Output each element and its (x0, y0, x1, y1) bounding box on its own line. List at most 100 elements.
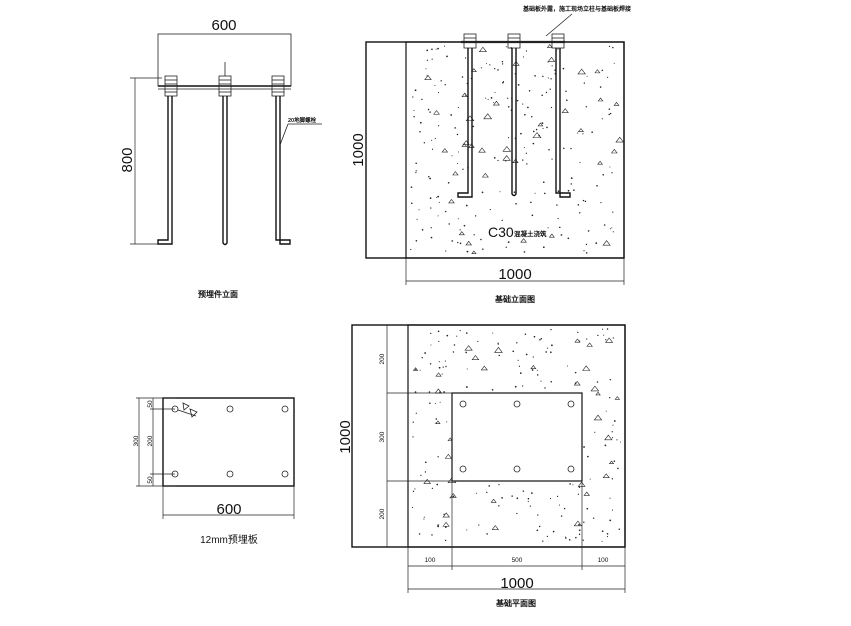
speckle-dot (612, 211, 614, 213)
speckle-dot (579, 212, 581, 214)
speckle-dot (443, 513, 445, 515)
speckle-dot (452, 351, 455, 353)
speckle-dot (421, 98, 423, 101)
speckle-dot (499, 191, 501, 193)
speckle-dot (505, 246, 507, 248)
speckle-dot (525, 353, 528, 356)
plan-dim-mid: 300 (379, 431, 386, 442)
speckle-dot (542, 246, 545, 249)
speckle-dot (568, 538, 571, 541)
speckle-dot (585, 252, 588, 254)
speckle-dot (472, 125, 475, 128)
foundation-elevation: 基础板外露，施工现场立柱与基础板焊接 1000 1000 C30 混凝土浇筑 基… (350, 5, 631, 304)
speckle-dot (578, 529, 581, 532)
aggregate-mark (577, 68, 586, 75)
speckle-dot (560, 234, 563, 236)
speckle-dot (493, 157, 496, 159)
speckle-dot (532, 142, 535, 145)
speckle-dot (606, 533, 609, 535)
speckle-dot (609, 112, 612, 115)
speckle-dot (415, 412, 417, 414)
aggregate-mark (594, 69, 601, 74)
speckle-dot (501, 219, 503, 222)
speckle-dot (478, 524, 480, 526)
speckle-dot (424, 471, 427, 473)
aggregate-mark (435, 420, 441, 424)
speckle-dot (604, 444, 607, 447)
aggregate-mark (481, 172, 489, 178)
speckle-dot (486, 533, 488, 535)
speckle-dot (501, 497, 503, 499)
speckle-dot (578, 523, 580, 526)
speckle-dot (443, 391, 445, 393)
speckle-dot (420, 474, 422, 476)
bolt-hole (513, 465, 521, 473)
speckle-dot (434, 84, 436, 87)
speckle-dot (410, 202, 413, 205)
speckle-dot (421, 357, 423, 359)
speckle-dot (540, 380, 542, 382)
speckle-dot (415, 162, 417, 165)
speckle-dot (489, 64, 491, 66)
speckle-dot (423, 142, 426, 144)
plan-concrete-block (407, 324, 626, 548)
speckle-dot (578, 486, 581, 488)
speckle-dot (607, 76, 609, 78)
speckle-dot (547, 77, 549, 79)
speckle-dot (591, 131, 593, 133)
speckle-dot (546, 126, 548, 129)
speckle-dot (437, 330, 440, 333)
speckle-dot (557, 217, 559, 220)
speckle-dot (419, 130, 421, 133)
aggregate-mark (491, 525, 499, 530)
speckle-dot (410, 248, 412, 251)
speckle-dot (584, 200, 587, 203)
speckle-dot (453, 344, 456, 346)
speckle-dot (424, 352, 427, 354)
dim-top-50: 50 (147, 400, 154, 408)
aggregate-mark (461, 92, 469, 97)
speckle-dot (418, 533, 421, 535)
aggregate-mark (547, 56, 556, 62)
speckle-dot (534, 192, 536, 194)
speckle-dot (463, 224, 466, 227)
bolt-hole (226, 470, 234, 478)
speckle-dot (430, 332, 432, 335)
bolt-leader (279, 123, 289, 146)
speckle-dot (435, 418, 438, 420)
speckle-dot (550, 329, 552, 331)
speckle-dot (466, 250, 469, 253)
speckle-dot (538, 525, 541, 528)
speckle-dot (606, 328, 609, 330)
speckle-dot (425, 68, 427, 70)
foundation-bolt-right (551, 33, 571, 198)
speckle-dot (415, 170, 417, 172)
speckle-dot (534, 75, 536, 77)
speckle-dot (428, 391, 431, 393)
speckle-dot (542, 127, 544, 129)
speckle-dot (577, 331, 579, 334)
aggregate-mark (586, 342, 593, 347)
speckle-dot (413, 109, 415, 111)
speckle-dot (578, 533, 581, 536)
speckle-dot (524, 333, 527, 335)
speckle-dot (444, 210, 447, 213)
aggregate-mark (602, 240, 611, 246)
speckle-dot (538, 134, 541, 137)
speckle-dot (489, 209, 491, 211)
aggregate-mark (573, 380, 581, 386)
speckle-dot (524, 113, 526, 116)
aggregate-mark (433, 110, 440, 115)
speckle-dot (429, 197, 432, 200)
aggregate-mark (593, 414, 603, 421)
speckle-dot (516, 99, 519, 102)
speckle-dot (611, 478, 614, 480)
speckle-dot (601, 69, 604, 72)
speckle-dot (582, 199, 585, 202)
speckle-dot (517, 359, 519, 361)
speckle-dot (522, 159, 524, 161)
aggregate-mark (574, 338, 581, 343)
speckle-dot (437, 195, 440, 198)
speckle-dot (452, 495, 455, 498)
